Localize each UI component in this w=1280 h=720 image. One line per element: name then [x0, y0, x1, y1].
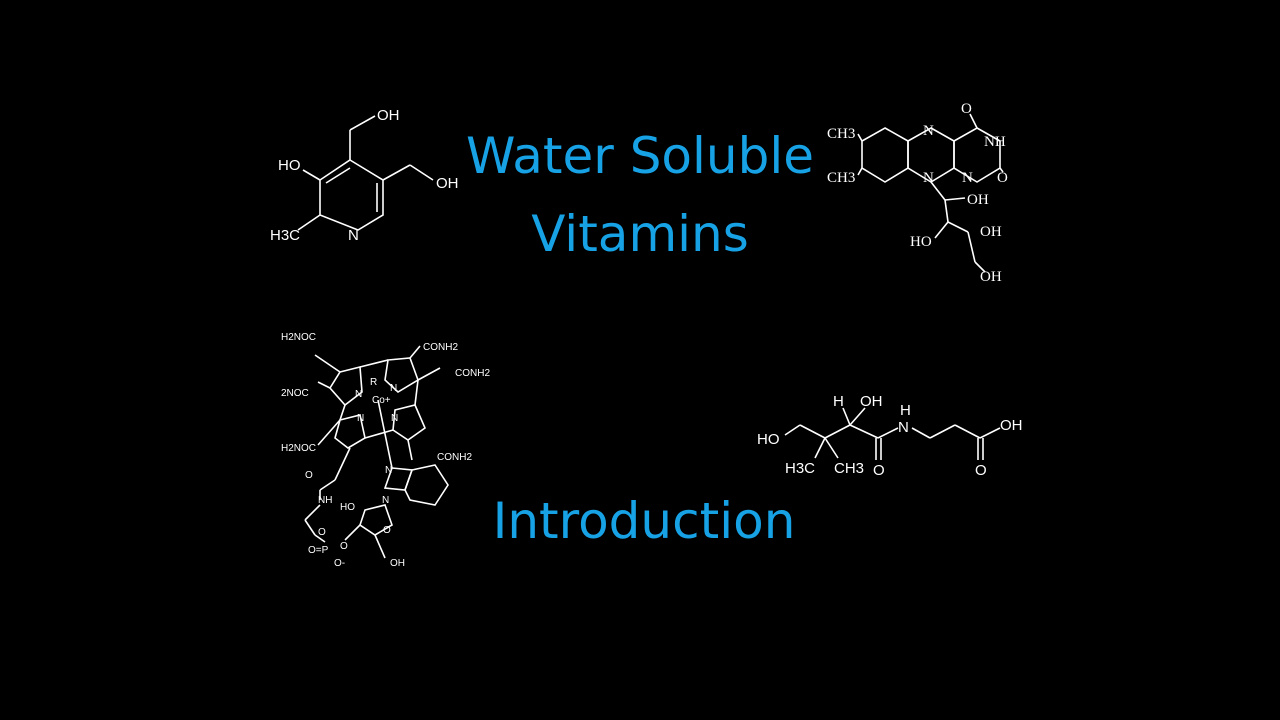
atom-label: O	[305, 470, 313, 481]
atom-label: N	[355, 389, 362, 400]
atom-label: OH	[436, 175, 459, 192]
atom-label: O	[975, 462, 987, 479]
atom-label: N	[382, 495, 389, 506]
atom-label: H3C	[785, 460, 815, 477]
atom-label: CONH2	[423, 342, 458, 353]
atom-label: OH	[980, 224, 1002, 240]
atom-label: HO	[278, 157, 301, 174]
atom-label: CH3	[827, 126, 855, 142]
atom-label: NH	[318, 495, 332, 506]
atom-label: OH	[1000, 417, 1023, 434]
atom-label: N	[898, 419, 909, 436]
atom-label: N	[385, 465, 392, 476]
atom-label: O-	[334, 558, 345, 569]
atom-label: HO	[757, 431, 780, 448]
atom-label: N	[391, 413, 398, 424]
atom-label: H3C	[270, 227, 300, 244]
atom-label: H	[900, 402, 911, 419]
riboflavin-structure: CH3 CH3 N N O NH N O OH HO OH OH	[827, 101, 1008, 285]
pantothenic-acid-structure: H OH H N HO H3C CH3 O O OH	[757, 393, 1023, 479]
atom-label: OH	[967, 192, 989, 208]
atom-label: HO	[340, 502, 355, 513]
subtitle: Introduction	[492, 492, 796, 550]
title-line-2: Vitamins	[531, 205, 749, 263]
atom-label: N	[923, 123, 934, 139]
title-line-1: Water Soluble	[466, 127, 814, 185]
atom-label: N	[357, 413, 364, 424]
cobalamin-structure: H2NOC CONH2 CONH2 2NOC R N Co+ N N N H2N…	[281, 332, 490, 569]
atom-label: O	[961, 101, 972, 117]
atom-label: CONH2	[455, 368, 490, 379]
atom-label: OH	[390, 558, 405, 569]
atom-label: CH3	[834, 460, 864, 477]
atom-label: NH	[984, 134, 1006, 150]
atom-label: N	[962, 170, 973, 186]
atom-label: O	[318, 527, 326, 538]
atom-label: CONH2	[437, 452, 472, 463]
atom-label: N	[390, 383, 397, 394]
atom-label: OH	[377, 107, 400, 124]
atom-label: OH	[860, 393, 883, 410]
atom-label: Co+	[372, 395, 391, 406]
atom-label: H	[833, 393, 844, 410]
atom-label: CH3	[827, 170, 855, 186]
atom-label: H2NOC	[281, 332, 316, 343]
pyridoxine-structure: OH HO OH H3C N	[270, 107, 459, 244]
atom-label: HO	[910, 234, 932, 250]
atom-label: O	[997, 170, 1008, 186]
atom-label: N	[923, 170, 934, 186]
atom-label: R	[370, 377, 377, 388]
atom-label: N	[348, 227, 359, 244]
atom-label: OH	[980, 269, 1002, 285]
atom-label: O	[340, 541, 348, 552]
atom-label: O=P	[308, 545, 329, 556]
atom-label: 2NOC	[281, 388, 309, 399]
atom-label: O	[383, 525, 391, 536]
atom-label: H2NOC	[281, 443, 316, 454]
atom-label: O	[873, 462, 885, 479]
